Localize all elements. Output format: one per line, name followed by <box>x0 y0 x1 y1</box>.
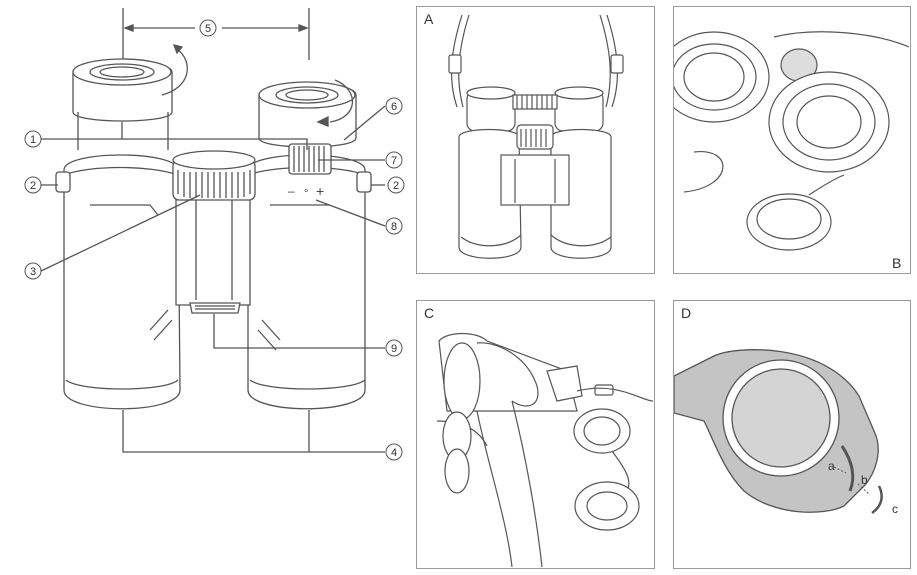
panel-c: C <box>416 300 655 569</box>
left-eyecup <box>72 58 173 150</box>
rotate-arrow-right <box>329 79 354 123</box>
callout-6: 6 <box>391 101 397 113</box>
panel-a-letter: A <box>424 11 434 27</box>
panel-d-letter: D <box>681 305 692 321</box>
center-bridge <box>175 189 251 314</box>
focus-wheel <box>172 150 256 201</box>
leader-3 <box>40 194 201 272</box>
rotate-arrow-left <box>161 47 188 96</box>
leader-9 <box>213 314 385 349</box>
panel-b: B <box>673 6 911 274</box>
callout-8: 8 <box>391 221 397 233</box>
diopter-ring <box>288 143 332 175</box>
panel-d-label-b: b <box>861 473 868 487</box>
callout-2-left: 2 <box>30 180 36 192</box>
leader-8 <box>315 199 386 227</box>
panel-b-illustration <box>674 31 909 251</box>
tether-ring <box>840 445 855 492</box>
panel-a-illustration <box>448 14 624 259</box>
diopter-plus: + <box>316 183 324 199</box>
callout-5: 5 <box>205 23 211 35</box>
binocular-main-diagram: – ∘ + 5 1 2 2 3 6 7 8 9 4 <box>24 8 405 461</box>
diopter-dot: ∘ <box>303 186 309 197</box>
left-barrel <box>55 154 181 410</box>
panel-c-letter: C <box>424 305 435 321</box>
panel-c-illustration <box>436 332 653 567</box>
diopter-minus: – <box>288 184 295 198</box>
panel-b-letter: B <box>892 255 902 271</box>
leader-1 <box>41 122 308 150</box>
right-barrel <box>247 154 372 410</box>
callout-2-right: 2 <box>393 180 399 192</box>
panel-d: D a b c <box>673 300 911 569</box>
panel-a: A <box>416 6 655 274</box>
leader-6 <box>343 105 386 141</box>
callout-1: 1 <box>30 134 36 146</box>
right-eyecup <box>258 81 357 148</box>
callout-4: 4 <box>391 447 397 459</box>
leader-4 <box>122 410 385 453</box>
panel-d-label-a: a <box>828 459 835 473</box>
callout-7: 7 <box>391 155 397 167</box>
callout-3: 3 <box>30 266 36 278</box>
callout-9: 9 <box>391 343 397 355</box>
panel-d-label-c: c <box>892 502 898 516</box>
panel-d-illustration: a b c <box>674 349 898 516</box>
